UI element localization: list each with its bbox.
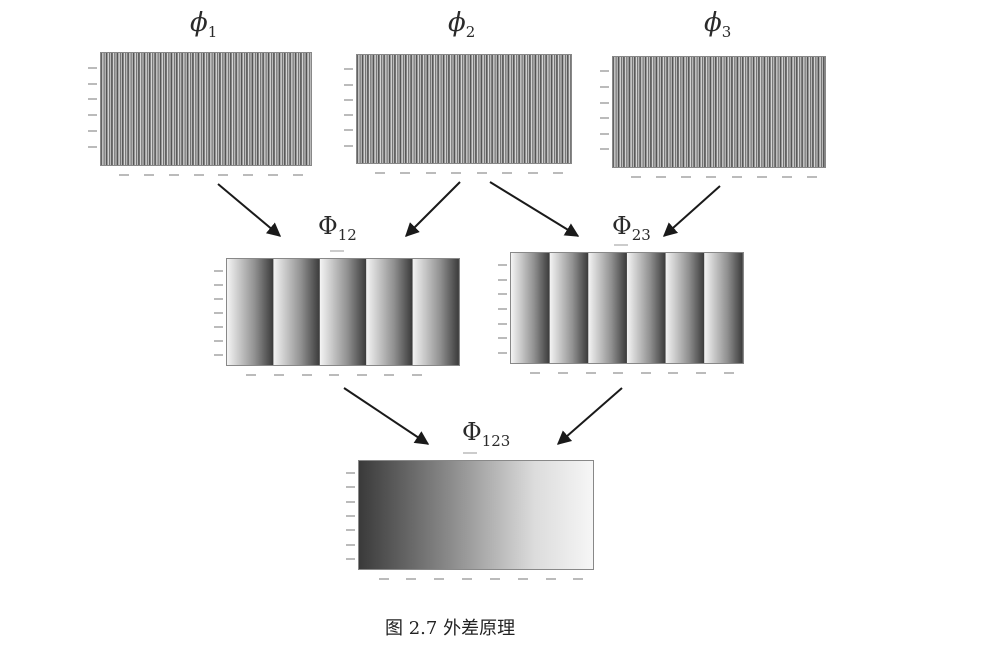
arrow-phi2-to-Phi12 bbox=[405, 181, 461, 237]
label-Phi123-symbol: Φ bbox=[462, 418, 482, 446]
label-phi2: ϕ2 bbox=[448, 8, 475, 41]
y-axis-ticks bbox=[88, 56, 99, 162]
label-phi1-sub: 1 bbox=[207, 23, 218, 42]
fringe-image-Phi123 bbox=[346, 452, 594, 582]
y-axis-ticks bbox=[344, 58, 355, 160]
fringe-image-Phi12 bbox=[214, 250, 460, 378]
fringe-image-phi2 bbox=[344, 54, 572, 176]
label-phi1: ϕ1 bbox=[190, 8, 217, 41]
fringe-pattern bbox=[358, 460, 594, 570]
arrow-Phi12-to-Phi123 bbox=[343, 387, 430, 445]
label-phi2-sub: 2 bbox=[465, 23, 476, 42]
y-axis-ticks bbox=[498, 256, 509, 360]
fringe-pattern bbox=[510, 252, 744, 364]
label-Phi23-sub: 23 bbox=[631, 225, 651, 244]
y-axis-ticks bbox=[600, 60, 611, 164]
label-Phi123: Φ123 bbox=[462, 418, 510, 450]
label-Phi123-sub: 123 bbox=[481, 431, 511, 450]
fringe-pattern bbox=[356, 54, 572, 164]
x-axis-ticks bbox=[512, 366, 742, 374]
fringe-pattern bbox=[226, 258, 460, 366]
fringe-pattern bbox=[612, 56, 826, 168]
x-axis-ticks bbox=[102, 168, 310, 176]
x-axis-ticks bbox=[614, 170, 824, 178]
label-Phi12-symbol: Φ bbox=[318, 212, 338, 240]
label-phi3: ϕ3 bbox=[704, 8, 731, 41]
label-Phi23: Φ23 bbox=[612, 212, 651, 244]
fringe-pattern bbox=[100, 52, 312, 166]
arrow-phi1-to-Phi12 bbox=[217, 183, 282, 237]
label-phi3-sub: 3 bbox=[721, 23, 732, 42]
x-axis-ticks bbox=[360, 572, 592, 580]
label-Phi12: Φ12 bbox=[318, 212, 357, 244]
x-axis-ticks bbox=[228, 368, 458, 376]
figure-caption: 图 2.7 外差原理 bbox=[385, 618, 516, 639]
fringe-image-Phi23 bbox=[498, 244, 744, 376]
label-phi2-symbol: ϕ bbox=[448, 8, 466, 38]
plot-title-mark bbox=[614, 244, 628, 246]
arrow-Phi23-to-Phi123 bbox=[556, 387, 623, 445]
y-axis-ticks bbox=[214, 262, 225, 362]
arrow-phi2-to-Phi23 bbox=[489, 181, 580, 237]
label-Phi12-sub: 12 bbox=[337, 225, 357, 244]
plot-title-mark bbox=[463, 452, 477, 454]
label-phi3-symbol: ϕ bbox=[704, 8, 722, 38]
fringe-image-phi3 bbox=[600, 56, 826, 180]
plot-title-mark bbox=[330, 250, 344, 252]
arrow-phi3-to-Phi23 bbox=[662, 185, 721, 237]
fringe-image-phi1 bbox=[88, 52, 312, 178]
label-Phi23-symbol: Φ bbox=[612, 212, 632, 240]
y-axis-ticks bbox=[346, 464, 357, 566]
x-axis-ticks bbox=[358, 166, 570, 174]
label-phi1-symbol: ϕ bbox=[190, 8, 208, 38]
